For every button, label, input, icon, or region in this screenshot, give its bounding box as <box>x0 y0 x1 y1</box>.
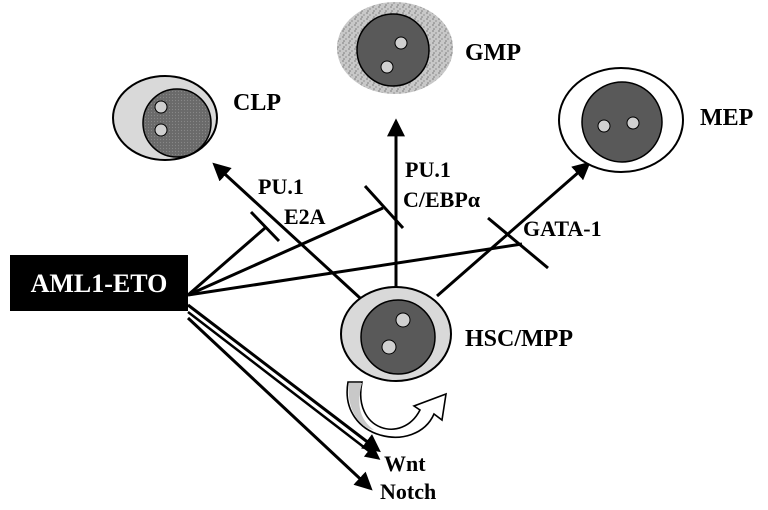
clp-nucleolus-2 <box>154 123 168 137</box>
factor-clp-e2a: E2A <box>284 204 326 229</box>
gmp-nucleolus-1 <box>394 36 408 50</box>
factor-gmp-cebpa: C/EBPα <box>403 187 481 212</box>
factor-gmp-pu1: PU.1 <box>405 157 451 182</box>
inhibit-line-clp <box>187 226 266 297</box>
cell-clp <box>112 75 218 161</box>
activation-arrows <box>186 303 381 491</box>
inhibition-lines <box>187 184 549 297</box>
aml1-eto-label: AML1-ETO <box>31 269 168 298</box>
factor-mep-gata1: GATA-1 <box>523 216 602 241</box>
inhibit-line-mep <box>187 242 523 297</box>
arrow-to-clp <box>212 162 362 300</box>
arrow-to-mep <box>436 161 591 298</box>
aml1-eto-box: AML1-ETO <box>10 255 188 311</box>
inhibit-bar-clp <box>249 210 281 243</box>
arrow-to-notch <box>186 316 373 491</box>
cell-gmp <box>337 2 453 94</box>
differentiation-arrows <box>212 118 591 300</box>
cell-hsc <box>340 286 452 382</box>
hsc-nucleolus-2 <box>381 339 397 355</box>
clp-nucleolus-1 <box>154 100 168 114</box>
arrow-to-wnt-b <box>187 311 381 460</box>
target-wnt: Wnt <box>384 451 426 476</box>
inhibit-bar-mep <box>487 216 549 270</box>
hsc-nucleolus-1 <box>395 312 411 328</box>
arrow-to-wnt-a <box>187 303 381 453</box>
circular-arrow-icon <box>346 381 447 438</box>
factor-clp-pu1: PU.1 <box>258 174 304 199</box>
gmp-label: GMP <box>465 40 521 66</box>
hsc-label: HSC/MPP <box>465 326 573 352</box>
gmp-nucleolus-2 <box>380 60 394 74</box>
mep-label: MEP <box>700 105 753 131</box>
mep-nucleolus-1 <box>597 119 611 133</box>
mep-nucleolus-2 <box>626 116 640 130</box>
inhibit-line-gmp <box>187 206 384 297</box>
clp-label: CLP <box>233 90 281 116</box>
target-notch: Notch <box>380 479 436 504</box>
cell-mep <box>558 67 684 173</box>
